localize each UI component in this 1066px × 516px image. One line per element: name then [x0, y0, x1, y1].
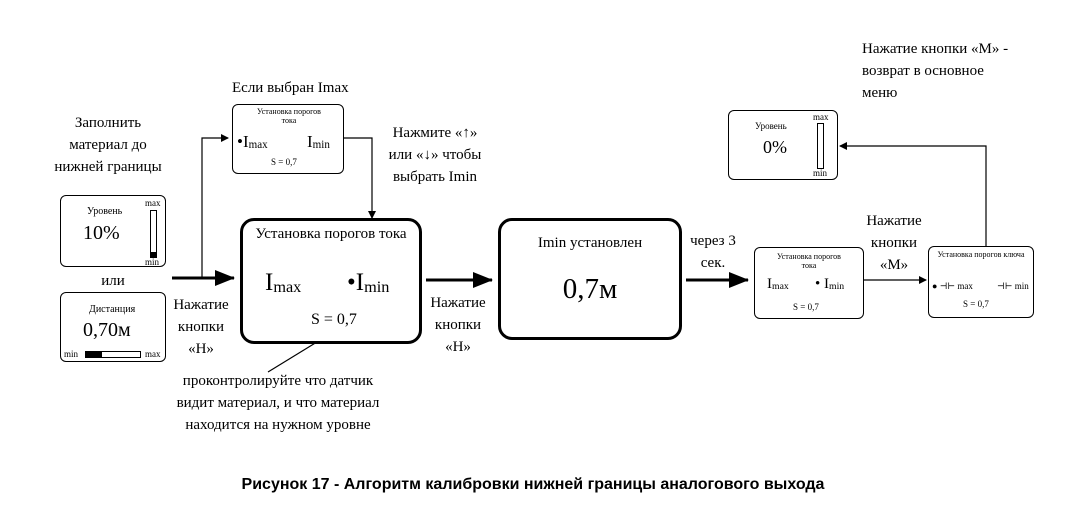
small-top-title: Установка порогов тока: [257, 107, 321, 125]
level-value: 10%: [83, 222, 120, 244]
switch-icon: ⊣⊢: [997, 281, 1013, 291]
distance-min-label: min: [64, 349, 79, 359]
note-press-h-2: Нажатие кнопки «Н»: [430, 295, 486, 355]
note-if-imax: Если выбран Imax: [232, 80, 349, 96]
distance-bar: [85, 351, 141, 358]
distance-max-label: max: [145, 349, 161, 359]
distance-value: 0,70м: [83, 319, 131, 341]
key-max-switch: ● ⊣⊢ max: [932, 281, 973, 291]
distance-title: Дистанция: [89, 304, 136, 315]
distance-box: Дистанция 0,70м min max: [60, 292, 166, 362]
small-right-title: Установка порогов тока: [777, 252, 841, 270]
imin-set-box: Imin установлен 0,7м: [498, 218, 682, 340]
main-title: Установка порогов тока: [255, 226, 407, 242]
main-s: S = 0,7: [311, 311, 357, 328]
arrow-top-to-main: [344, 137, 376, 219]
main-thresholds-box: Установка порогов тока Imax •Imin S = 0,…: [240, 218, 422, 344]
small-thresholds-top: Установка порогов тока •Imax Imin S = 0,…: [232, 104, 344, 174]
main-imin: •Imin: [347, 269, 390, 296]
level-bar: [150, 210, 157, 258]
key-bullet: ●: [932, 281, 938, 291]
arrow-to-top-box: [188, 134, 229, 279]
level-bar-fill: [151, 252, 156, 257]
small-right-imax: Imax: [767, 276, 789, 292]
switch-icon: ⊣⊢: [939, 281, 956, 291]
note-press-h-1: Нажатие кнопки «Н»: [173, 297, 229, 357]
small-top-imin: Imin: [307, 132, 330, 152]
note-press-m-1: Нажатие кнопки «М»: [866, 213, 922, 273]
level-max-label: max: [145, 198, 161, 208]
key-title: Установка порогов ключа: [937, 250, 1025, 259]
key-min-switch: ⊣⊢ min: [997, 281, 1029, 291]
imin-set-value: 0,7м: [562, 273, 618, 305]
distance-bar-fill: [86, 352, 103, 357]
level-right-max-label: max: [813, 112, 829, 122]
level-right-min-label: min: [813, 168, 828, 178]
note-check-material: проконтролируйте что датчик видит матери…: [176, 373, 380, 433]
level-box: Уровень 10% max min: [60, 195, 166, 267]
key-thresholds-box: Установка порогов ключа ● ⊣⊢ max ⊣⊢ min …: [928, 246, 1034, 318]
small-top-imax: •Imax: [237, 132, 268, 152]
note-fill-material: Заполнить материал до нижней границы: [54, 115, 162, 175]
key-s: S = 0,7: [963, 299, 989, 309]
level-title: Уровень: [87, 206, 123, 217]
small-right-s: S = 0,7: [793, 302, 819, 312]
level-min-label: min: [145, 257, 160, 267]
figure-caption: Рисунок 17 - Алгоритм калибровки нижней …: [241, 476, 825, 493]
small-top-s: S = 0,7: [271, 157, 297, 167]
level-right-value: 0%: [763, 137, 787, 157]
note-press-arrows: Нажмите «↑» или «↓» чтобы выбрать Imin: [388, 125, 482, 185]
main-imax: Imax: [265, 269, 302, 296]
level-box-right: Уровень 0% max min: [728, 110, 838, 180]
level-right-bar: [817, 123, 824, 169]
small-right-imin: • Imin: [815, 276, 845, 292]
arrow-key-to-level: [839, 142, 987, 246]
imin-set-title: Imin установлен: [537, 235, 643, 251]
note-after-3s: через 3 сек.: [690, 233, 736, 271]
note-or: или: [101, 273, 125, 289]
small-thresholds-right: Установка порогов тока Imax • Imin S = 0…: [754, 247, 864, 319]
note-press-m-return: Нажатие кнопки «М» - возврат в основное …: [862, 41, 1009, 101]
level-right-title: Уровень: [755, 121, 787, 131]
